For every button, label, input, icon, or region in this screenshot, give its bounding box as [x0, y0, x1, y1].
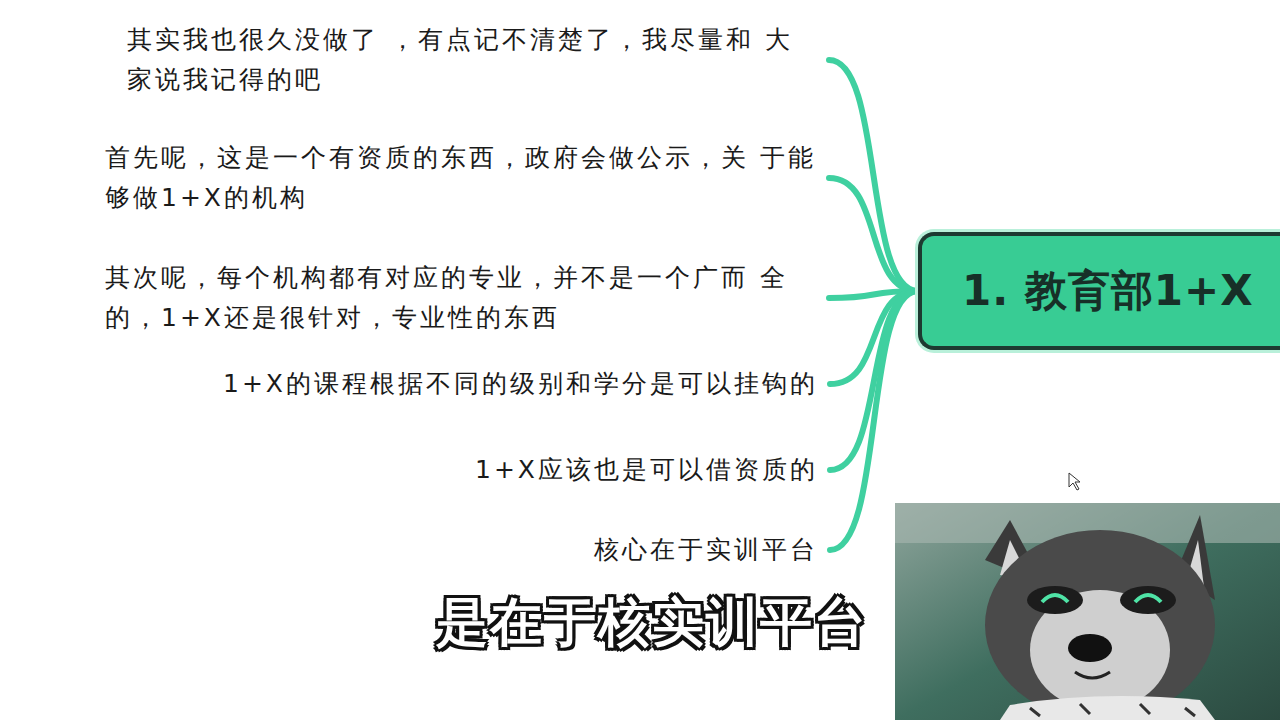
- video-subtitle: 是在于核实训平台: [436, 588, 868, 658]
- branch-note: 其实我也很久没做了 ，有点记不清楚了，我尽量和 大家说我记得的吧: [127, 20, 817, 100]
- branch-curve: [830, 291, 918, 470]
- branch-note: 1+X应该也是可以借资质的: [475, 450, 818, 490]
- branch-text: 其实我也很久没做了 ，有点记不清楚了，我尽量和 大家说我记得的吧: [127, 20, 817, 100]
- mouse-cursor: [1069, 473, 1080, 490]
- branch-curve: [829, 178, 918, 291]
- branch-text: 核心在于实训平台: [594, 530, 818, 570]
- branch-note: 1+X的课程根据不同的级别和学分是可以挂钩的: [223, 364, 818, 404]
- topic-box: 1. 教育部1+X: [918, 232, 1280, 350]
- branch-note: 首先呢，这是一个有资质的东西，政府会做公示，关 于能够做1+X的机构: [105, 138, 817, 218]
- dog-picture: [895, 503, 1280, 720]
- branch-curve: [829, 60, 918, 291]
- branch-note: 核心在于实训平台: [594, 530, 818, 570]
- branch-text: 1+X的课程根据不同的级别和学分是可以挂钩的: [223, 364, 818, 404]
- topic-title: 1. 教育部1+X: [962, 263, 1254, 319]
- branch-text: 1+X应该也是可以借资质的: [475, 450, 818, 490]
- branch-note: 其次呢，每个机构都有对应的专业，并不是一个广而 全的，1+X还是很针对，专业性的…: [105, 258, 817, 338]
- branch-text: 其次呢，每个机构都有对应的专业，并不是一个广而 全的，1+X还是很针对，专业性的…: [105, 258, 817, 338]
- branch-text: 首先呢，这是一个有资质的东西，政府会做公示，关 于能够做1+X的机构: [105, 138, 817, 218]
- branch-curve: [830, 291, 918, 550]
